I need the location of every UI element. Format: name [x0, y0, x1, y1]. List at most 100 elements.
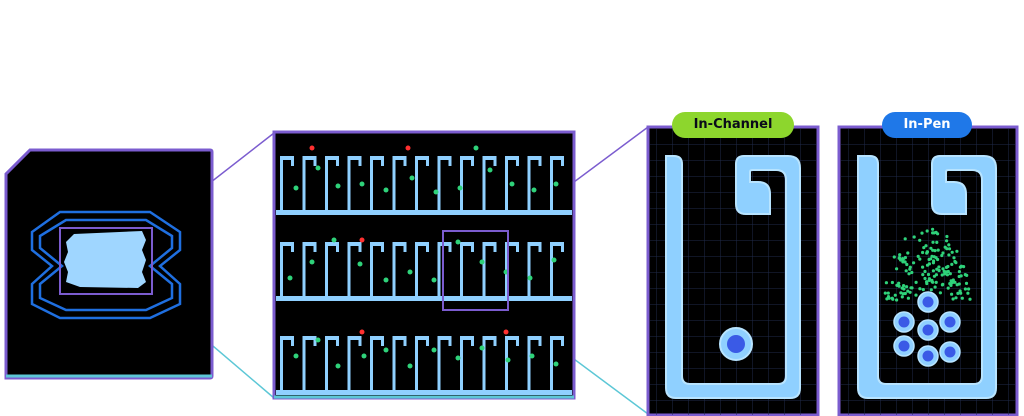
- particle-dot: [937, 268, 941, 273]
- particle-dot: [929, 288, 933, 292]
- pen-comb: [505, 336, 519, 390]
- pen-comb: [550, 336, 564, 390]
- particle-dot: [906, 289, 910, 293]
- particle-dot: [897, 256, 901, 260]
- particle-dot: [914, 293, 918, 297]
- particle-dot: [953, 259, 957, 264]
- green-cell: [531, 187, 537, 193]
- channel-detail-panel: [272, 130, 576, 400]
- particle-dot: [951, 278, 955, 282]
- particle-dot: [968, 297, 972, 301]
- pen-row: [276, 156, 572, 215]
- green-cell: [479, 259, 485, 265]
- particle-dot: [934, 230, 938, 234]
- particle-dot: [895, 267, 899, 271]
- green-cell: [553, 361, 559, 367]
- channel-bar: [276, 296, 572, 301]
- particle-dot: [934, 280, 938, 284]
- pen-comb: [527, 156, 542, 210]
- green-cell: [529, 353, 535, 359]
- pen-comb: [527, 336, 542, 390]
- particle-dot: [912, 261, 916, 265]
- particle-dot: [966, 291, 970, 295]
- green-cell: [315, 165, 321, 171]
- particle-dot: [925, 250, 929, 254]
- green-cell: [315, 337, 321, 343]
- particle-dot: [900, 286, 904, 290]
- particle-dot: [927, 262, 932, 266]
- particle-dot: [898, 253, 902, 257]
- particle-dot: [953, 280, 957, 284]
- particle-dot: [895, 298, 899, 302]
- particle-dot: [935, 240, 939, 244]
- pen-comb: [325, 242, 339, 296]
- particle-dot: [955, 249, 959, 253]
- particle-dot: [890, 280, 895, 285]
- particle-dot: [921, 273, 925, 277]
- particle-dot: [948, 272, 952, 276]
- pen-comb: [370, 242, 384, 296]
- particle-dot: [967, 287, 971, 291]
- particle-dot: [940, 273, 944, 277]
- secreted-particles: [883, 227, 972, 302]
- pen-cell-nucleus: [922, 296, 934, 308]
- green-cell: [455, 355, 461, 361]
- particle-dot: [950, 250, 954, 254]
- green-cell: [551, 257, 557, 263]
- green-cell: [505, 357, 511, 363]
- pen-comb: [437, 336, 452, 390]
- particle-dot: [886, 291, 890, 295]
- chip-outline: [30, 210, 182, 320]
- particle-dot: [918, 238, 922, 242]
- particle-dot: [903, 237, 907, 241]
- pen-cell-nucleus: [898, 340, 910, 352]
- particle-dot: [936, 257, 940, 262]
- channel-detail-frame: [272, 130, 576, 400]
- particle-dot: [950, 292, 954, 296]
- in-channel-panel: [646, 125, 820, 416]
- particle-dot: [945, 239, 949, 243]
- green-cell: [407, 269, 413, 275]
- particle-dot: [932, 259, 936, 263]
- particle-dot: [891, 297, 895, 301]
- red-cell: [359, 237, 365, 243]
- pen-comb: [437, 242, 452, 296]
- particle-dot: [958, 265, 963, 269]
- chip-active-area: [64, 231, 146, 288]
- particle-dot: [908, 265, 912, 269]
- particle-dot: [964, 281, 969, 285]
- particle-dot: [950, 262, 954, 266]
- particle-dot: [914, 280, 918, 284]
- green-cell: [431, 347, 437, 353]
- particle-dot: [943, 272, 947, 276]
- particle-dot: [927, 257, 931, 262]
- green-cell: [383, 187, 389, 193]
- green-cell: [309, 259, 315, 265]
- in-pen-cells: [893, 291, 961, 367]
- particle-dot: [963, 287, 968, 291]
- particle-dot: [905, 285, 909, 289]
- green-cell: [361, 353, 367, 359]
- green-cell: [473, 145, 479, 151]
- pen-comb: [392, 156, 407, 210]
- pen-comb: [460, 242, 474, 296]
- particle-dot: [885, 297, 889, 301]
- green-cell: [383, 347, 389, 353]
- particle-dot: [946, 269, 950, 274]
- particle-dot: [960, 296, 964, 300]
- particle-dot: [910, 270, 914, 275]
- green-cell: [487, 167, 493, 173]
- particle-dot: [933, 285, 937, 289]
- particle-dot: [934, 273, 939, 277]
- particle-dot: [921, 265, 925, 269]
- particle-dot: [936, 248, 940, 252]
- pen-cell-nucleus: [944, 316, 956, 328]
- green-cell: [431, 277, 437, 283]
- channel-bar: [276, 390, 572, 395]
- particle-dot: [948, 282, 952, 286]
- particle-dot: [901, 260, 905, 264]
- green-cell: [407, 363, 413, 369]
- in-channel-label: In-Channel: [672, 112, 794, 138]
- green-cell: [287, 275, 293, 281]
- particle-dot: [947, 247, 952, 251]
